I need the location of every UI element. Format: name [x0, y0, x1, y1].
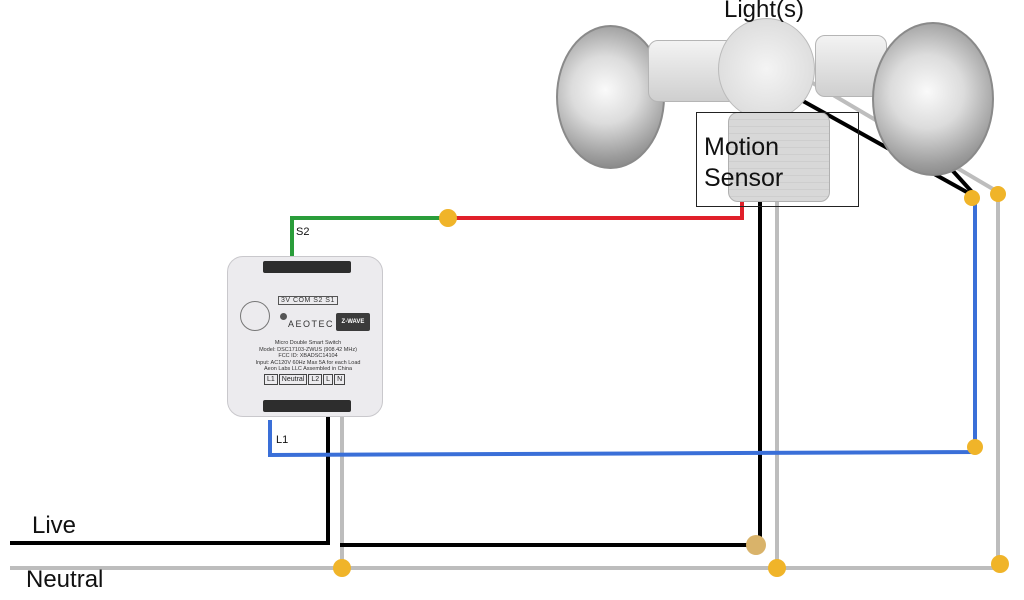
junction-live [746, 535, 766, 555]
spec-line: Micro Double Smart Switch [274, 340, 342, 346]
live-label: Live [32, 512, 77, 539]
aeotec-switch-module: 3V COM S2 S1 AEOTEC Z-WAVE Micro Double … [227, 256, 383, 417]
top-terminal-labels: 3V COM S2 S1 [278, 296, 338, 305]
spec-line: Model: DSC17103-ZWUS (908.42 MHz) [259, 346, 357, 353]
neutral-label: Neutral [26, 566, 104, 593]
junction-light-neutral [990, 186, 1006, 202]
spec-line: Aeon Labs LLC Assembled in China [263, 366, 353, 372]
right-lamp [872, 22, 994, 176]
terminal-l1: L1 [264, 374, 278, 385]
motion-sensor-box [696, 112, 859, 207]
junction-neutral-2 [768, 559, 786, 577]
motion-sensor-body [728, 112, 830, 202]
junction-neutral-1 [333, 559, 351, 577]
led-hole [280, 313, 287, 320]
terminal-neutral: Neutral [278, 374, 308, 385]
s2-wire [290, 216, 448, 262]
bottom-terminal-block [263, 400, 351, 412]
zwave-badge: Z-WAVE [336, 313, 370, 331]
spec-line: Input: AC120V 60Hz Max 5A for each Load [255, 359, 361, 366]
fixture-mount [718, 18, 815, 120]
terminal-n: N [334, 374, 346, 385]
s2-label: S2 [296, 226, 310, 238]
junction-light-live [964, 190, 980, 206]
top-terminal-block [263, 261, 351, 273]
device-spec-text: Micro Double Smart Switch Model: DSC1710… [248, 340, 368, 373]
lights-label: Light(s) [724, 0, 805, 23]
motion-sensor-label: Motion Sensor [704, 133, 784, 192]
junction-l1 [967, 439, 983, 455]
device-brand: AEOTEC [288, 319, 335, 329]
spec-line: FCC ID: XBADSC14104 [278, 353, 338, 359]
junction-s2 [439, 209, 457, 227]
junctions [333, 186, 1009, 577]
button-outline [240, 301, 270, 331]
junction-neutral-3 [991, 555, 1009, 573]
switched-wire [268, 198, 977, 458]
l1-label: L1 [276, 434, 289, 446]
terminal-l2: L2 [308, 374, 323, 385]
terminal-l: L [323, 374, 334, 385]
